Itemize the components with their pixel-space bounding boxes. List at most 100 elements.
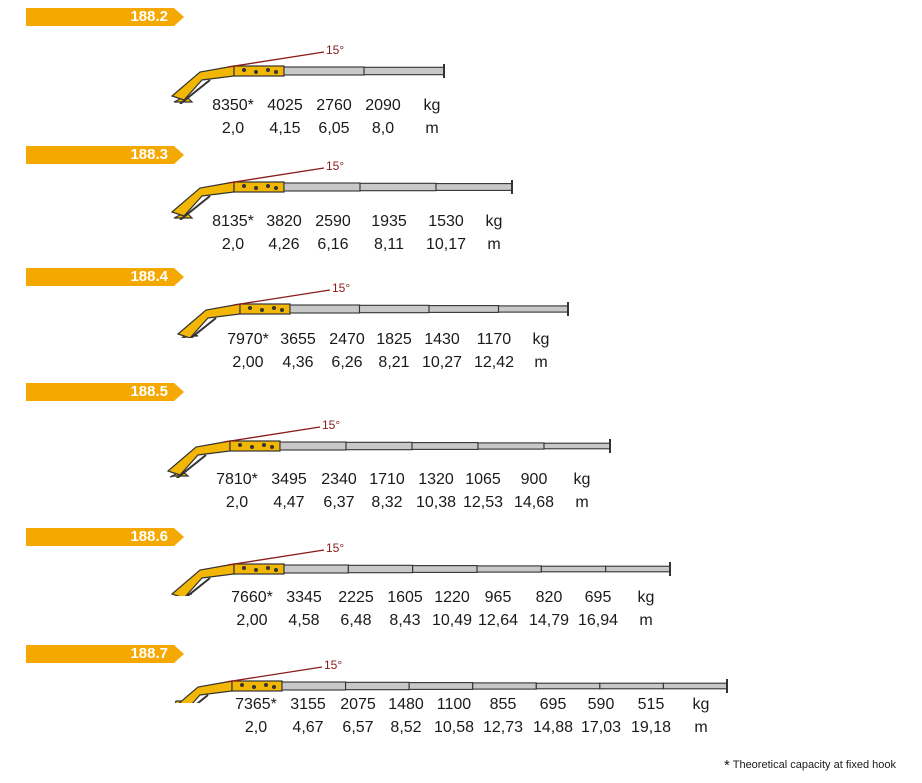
- reach-value: 6,57: [342, 719, 374, 736]
- model-name: 188.7: [130, 645, 168, 662]
- boom-extension: [477, 442, 545, 450]
- load-value: 3345: [286, 589, 322, 606]
- reach-value: 8,43: [389, 612, 421, 629]
- reach-unit: m: [487, 236, 501, 253]
- load-value: 8135*: [212, 213, 254, 230]
- boom-extension: [535, 682, 601, 690]
- reach-value: 2,00: [232, 354, 264, 371]
- load-value: 2760: [316, 97, 352, 114]
- boom-extension: [281, 681, 347, 691]
- load-unit: kg: [423, 97, 441, 114]
- load-value: 1170: [476, 331, 512, 348]
- load-value: 7810*: [216, 471, 258, 488]
- load-value: 590: [587, 696, 615, 713]
- reach-value: 8,21: [378, 354, 410, 371]
- crane-cylinder: [179, 195, 211, 220]
- boom-extension: [476, 565, 542, 573]
- model-tag-shape: [26, 645, 184, 663]
- crane-diagram: 15°: [170, 43, 445, 104]
- load-value: 695: [584, 589, 612, 606]
- reach-value: 8,52: [390, 719, 422, 736]
- boom-decal: [248, 306, 252, 310]
- reach-value: 4,58: [288, 612, 320, 629]
- boom-extension: [347, 564, 414, 574]
- load-value: 2590: [315, 213, 351, 230]
- reach-value: 12,42: [473, 354, 515, 371]
- model-tag-shape: [26, 146, 184, 164]
- boom-decal: [242, 566, 246, 570]
- model-tag: 188.6: [26, 528, 184, 546]
- crane-cylinder: [189, 317, 217, 338]
- reach-value: 4,67: [292, 719, 324, 736]
- reach-value: 10,49: [431, 612, 473, 629]
- reach-value: 10,17: [425, 236, 467, 253]
- reach-value: 17,03: [580, 719, 622, 736]
- boom-extension: [605, 565, 671, 573]
- load-value: 1825: [376, 331, 412, 348]
- reach-value: 2,0: [221, 120, 245, 137]
- crane-inner-arm: [170, 563, 235, 596]
- load-value: 820: [535, 589, 563, 606]
- reach-value: 6,05: [318, 120, 350, 137]
- reach-value: 8,32: [371, 494, 403, 511]
- reach-value: 12,53: [462, 494, 504, 511]
- boom-decal: [260, 308, 264, 312]
- model-tag: 188.7: [26, 645, 184, 663]
- model-tag: 188.2: [26, 8, 184, 26]
- crane-diagram: 15°: [170, 541, 671, 596]
- load-value: 1100: [436, 696, 472, 713]
- reach-value: 2,00: [236, 612, 268, 629]
- model-name: 188.6: [130, 528, 168, 545]
- boom-extension: [283, 564, 349, 574]
- angle-label: 15°: [322, 418, 340, 432]
- boom-extension: [358, 304, 430, 314]
- reach-value: 6,16: [317, 236, 349, 253]
- boom-extension: [408, 682, 474, 690]
- load-value: 2340: [321, 471, 357, 488]
- boom-decal: [272, 685, 276, 689]
- load-value: 900: [520, 471, 548, 488]
- reach-value: 16,94: [577, 612, 619, 629]
- boom-extension: [428, 305, 500, 313]
- boom-decal: [240, 683, 244, 687]
- crane-diagram: 15°: [174, 658, 728, 703]
- crane-inner-arm: [170, 181, 235, 217]
- boom-decal: [274, 186, 278, 190]
- load-value: 7970*: [227, 331, 269, 348]
- reach-value: 6,26: [331, 354, 363, 371]
- reach-value: 12,64: [477, 612, 519, 629]
- boom-extension: [543, 442, 611, 450]
- reach-value: 4,26: [268, 236, 300, 253]
- reach-value: 14,68: [513, 494, 555, 511]
- model-name: 188.2: [130, 8, 168, 25]
- load-value: 2470: [329, 331, 365, 348]
- reach-value: 10,58: [433, 719, 475, 736]
- boom-decal: [264, 683, 268, 687]
- boom-extension: [363, 66, 445, 76]
- reach-unit: m: [694, 719, 708, 736]
- boom-decal: [262, 443, 266, 447]
- reach-value: 10,38: [415, 494, 457, 511]
- boom-decal: [250, 445, 254, 449]
- boom-decal: [270, 445, 274, 449]
- crane-diagram: 15°: [176, 281, 569, 338]
- load-value: 2225: [338, 589, 374, 606]
- reach-unit: m: [575, 494, 589, 511]
- crane-cylinder: [179, 79, 211, 104]
- model-tag-shape: [26, 383, 184, 401]
- reach-unit: m: [639, 612, 653, 629]
- angle-line: [227, 167, 325, 184]
- boom-extension: [599, 682, 664, 690]
- model-tag: 188.3: [26, 146, 184, 164]
- angle-label: 15°: [324, 658, 342, 672]
- model-tag: 188.4: [26, 268, 184, 286]
- load-value: 855: [489, 696, 517, 713]
- load-value: 8350*: [212, 97, 254, 114]
- model-tag: 188.5: [26, 383, 184, 401]
- boom-extension: [345, 441, 413, 451]
- load-value: 1710: [369, 471, 405, 488]
- load-value: 1935: [371, 213, 407, 230]
- load-value: 3655: [280, 331, 316, 348]
